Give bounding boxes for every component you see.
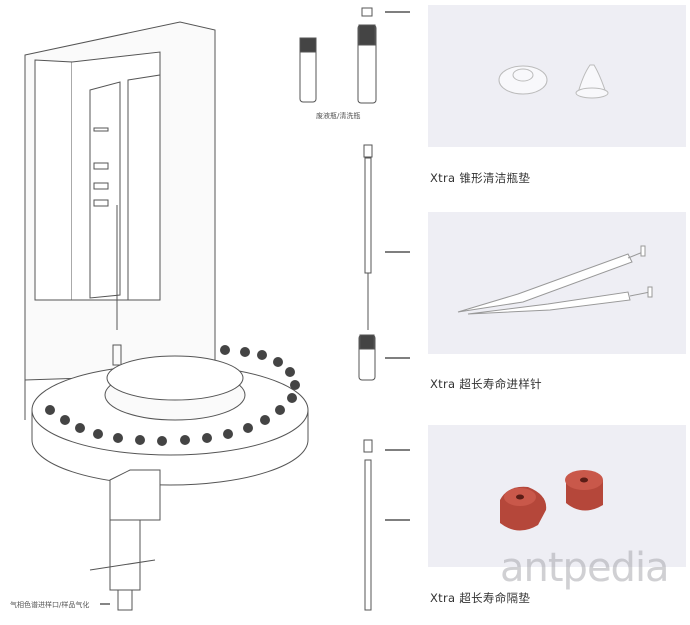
injection-port-label: 气相色谱进样口/样品气化 <box>10 601 90 609</box>
cone-septum-panel <box>428 5 686 147</box>
cone-septum-label: Xtra 锥形清洁瓶垫 <box>430 171 531 185</box>
watermark: antpedia <box>500 545 670 591</box>
syringe-label: Xtra 超长寿命进样针 <box>430 377 542 391</box>
sample-tray <box>31 345 309 611</box>
autosampler-tower <box>24 21 216 420</box>
syringe-image <box>457 245 653 315</box>
syringe-panel <box>428 212 686 354</box>
septum-image <box>500 470 603 531</box>
cone-septum-image <box>498 64 609 99</box>
septum-panel <box>428 425 686 567</box>
septum-label: Xtra 超长寿命隔垫 <box>430 591 531 605</box>
exploded-parts <box>100 7 410 611</box>
waste-bottle-label: 废液瓶/清洗瓶 <box>316 112 361 120</box>
